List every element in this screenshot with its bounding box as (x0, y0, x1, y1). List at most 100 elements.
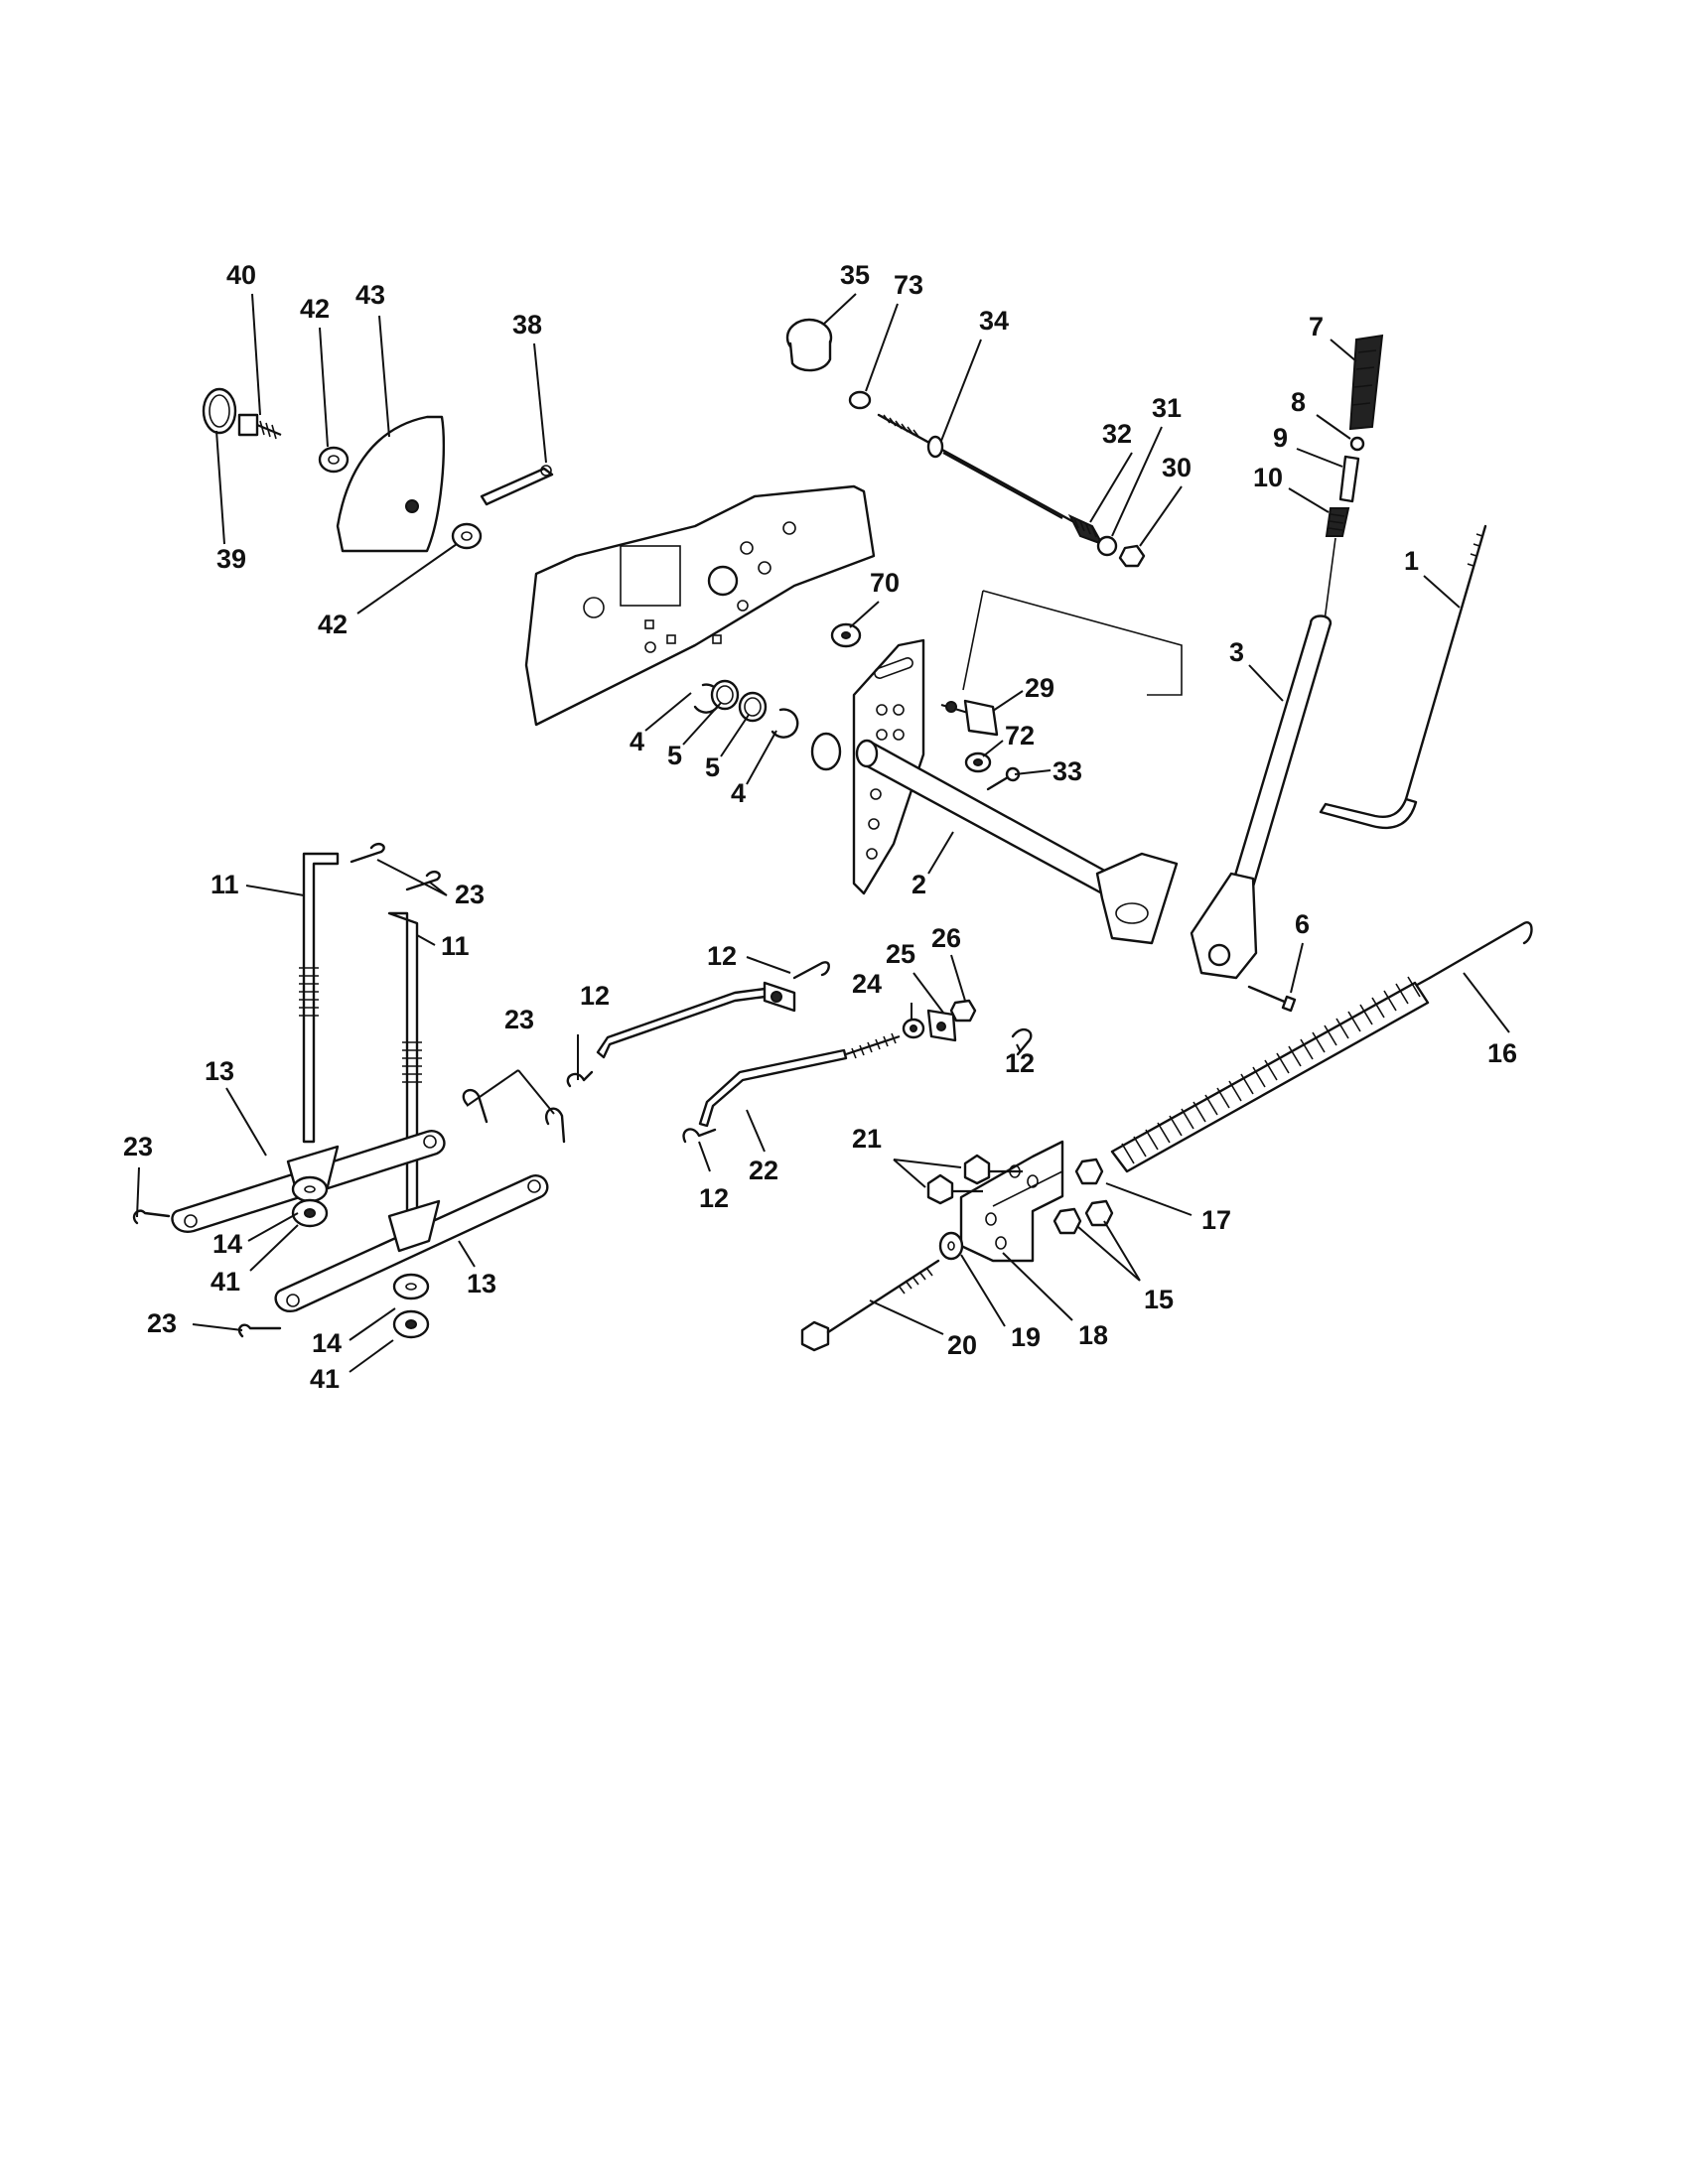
washer-42-lower (451, 522, 483, 550)
callout-22: 22 (749, 1156, 778, 1185)
link-rod-22 (698, 1032, 901, 1128)
nut-24 (902, 1018, 925, 1039)
callout-11-left: 11 (210, 870, 239, 899)
clip-12-right (1011, 1027, 1033, 1056)
callout-13-lower: 13 (467, 1269, 496, 1298)
washer-14-lower (392, 1273, 430, 1300)
callout-23-mid: 23 (504, 1005, 534, 1034)
callout-43: 43 (355, 280, 385, 310)
callout-17: 17 (1201, 1205, 1231, 1235)
callout-33: 33 (1052, 756, 1082, 786)
callout-3: 3 (1229, 637, 1244, 667)
callout-14-upper: 14 (212, 1229, 242, 1259)
pin-23-mid (462, 1088, 489, 1124)
bolt-40 (237, 413, 282, 440)
pin-33 (986, 766, 1021, 791)
mounting-bracket (524, 484, 876, 727)
sleeve-9 (1338, 455, 1360, 503)
callout-41-upper: 41 (210, 1267, 240, 1297)
callout-35: 35 (840, 260, 870, 290)
pin-6 (1247, 985, 1297, 1013)
spring-10 (1325, 507, 1350, 537)
grip-7 (1348, 334, 1384, 431)
nut-30 (1118, 544, 1146, 568)
callout-7: 7 (1309, 312, 1324, 341)
block-29 (940, 699, 999, 737)
callout-12-top: 12 (707, 941, 737, 971)
callout-6: 6 (1295, 909, 1310, 939)
callout-15: 15 (1144, 1285, 1174, 1314)
washer-31 (1096, 535, 1118, 557)
callout-31: 31 (1152, 393, 1182, 423)
ring-4-right (771, 708, 799, 739)
callout-13-upper: 13 (205, 1056, 234, 1086)
bracket-18 (959, 1140, 1064, 1263)
ring-5-left (710, 679, 740, 711)
rod-34 (877, 413, 1074, 523)
rod-11-left (299, 852, 340, 1144)
callout-26: 26 (931, 923, 961, 953)
washer-72 (964, 751, 992, 773)
callout-12-right: 12 (1005, 1048, 1035, 1078)
washer-42-upper (318, 446, 350, 474)
knob-35 (785, 318, 833, 372)
callout-24: 24 (852, 969, 882, 999)
clip-12-bottom (682, 1128, 717, 1144)
link-rod-upper (596, 981, 796, 1059)
assembly-axis (1324, 537, 1336, 621)
callout-42: 42 (300, 294, 330, 324)
rod-11-right (387, 911, 422, 1243)
callout-12-bottom: 12 (699, 1183, 729, 1213)
bracket-25 (926, 1009, 957, 1042)
pin-23-top-a (350, 842, 385, 864)
callout-39: 39 (216, 544, 246, 574)
ring-5-right (738, 691, 768, 723)
callout-16: 16 (1487, 1038, 1517, 1068)
callout-10: 10 (1253, 463, 1283, 492)
callout-23-top: 23 (455, 880, 485, 909)
callout-5-left: 5 (667, 741, 682, 770)
callout-20: 20 (947, 1330, 977, 1360)
callout-70: 70 (870, 568, 900, 598)
callout-32: 32 (1102, 419, 1132, 449)
callout-41-lower: 41 (310, 1364, 340, 1394)
callout-19: 19 (1011, 1322, 1041, 1352)
callout-18: 18 (1078, 1320, 1108, 1350)
spring-16 (1110, 921, 1533, 1173)
callout-23-bottom: 23 (147, 1308, 177, 1338)
callout-34: 34 (979, 306, 1009, 336)
pin-23-left (132, 1209, 171, 1225)
clip-38 (480, 465, 554, 506)
callout-12-left: 12 (580, 981, 610, 1011)
pin-23-bottom (237, 1323, 282, 1338)
callout-29: 29 (1025, 673, 1054, 703)
callout-4-left: 4 (630, 727, 644, 756)
callout-21: 21 (852, 1124, 882, 1154)
washer-70 (830, 622, 862, 648)
washer-73 (848, 390, 872, 410)
callout-9: 9 (1273, 423, 1288, 453)
spring-32 (1067, 513, 1105, 546)
callout-4-right: 4 (731, 778, 746, 808)
callout-25: 25 (886, 939, 915, 969)
callout-11-right: 11 (441, 931, 470, 961)
nut-41-lower (392, 1309, 430, 1339)
callout-23-left: 23 (123, 1132, 153, 1161)
bolt-21-upper (963, 1154, 1023, 1185)
reference-frame (962, 590, 1183, 696)
arm-13-lower (274, 1174, 549, 1313)
callout-42-lower: 42 (318, 610, 348, 639)
callout-14-lower: 14 (312, 1328, 342, 1358)
bolt-20 (800, 1259, 940, 1352)
shaft-2 (810, 732, 1179, 945)
pin-23-top-b (405, 870, 441, 891)
callout-40: 40 (226, 260, 256, 290)
cover-43 (336, 415, 446, 553)
nut-41-upper (291, 1198, 329, 1228)
cap-39 (202, 387, 237, 435)
washer-19 (938, 1231, 964, 1261)
callout-30: 30 (1162, 453, 1192, 482)
callout-labels: 40 42 43 38 39 42 35 73 34 32 31 30 70 2… (123, 260, 1517, 1394)
nut-17 (1074, 1158, 1104, 1185)
